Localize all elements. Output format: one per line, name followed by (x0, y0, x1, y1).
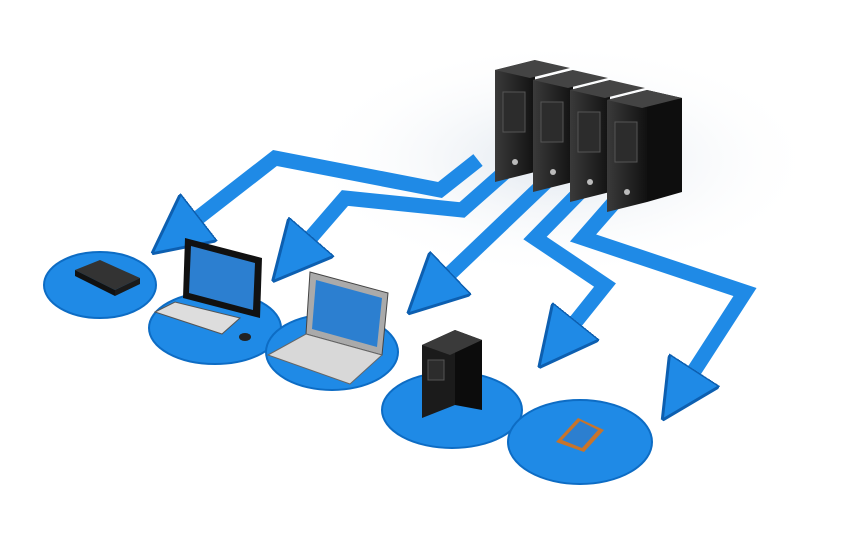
set-top-box-icon (75, 260, 140, 296)
arrow-icon (300, 166, 510, 250)
desktop-computer-icon (153, 238, 262, 341)
laptop-icon (266, 271, 389, 385)
arrow-icon (569, 193, 757, 385)
smartphone-icon (556, 418, 604, 452)
server-rack-icon (495, 60, 682, 212)
arrow-icon (438, 174, 554, 285)
arrow-icon (523, 184, 616, 335)
tower-pc-icon (422, 330, 482, 418)
arrows (185, 149, 757, 385)
arrow-icon (185, 149, 483, 228)
